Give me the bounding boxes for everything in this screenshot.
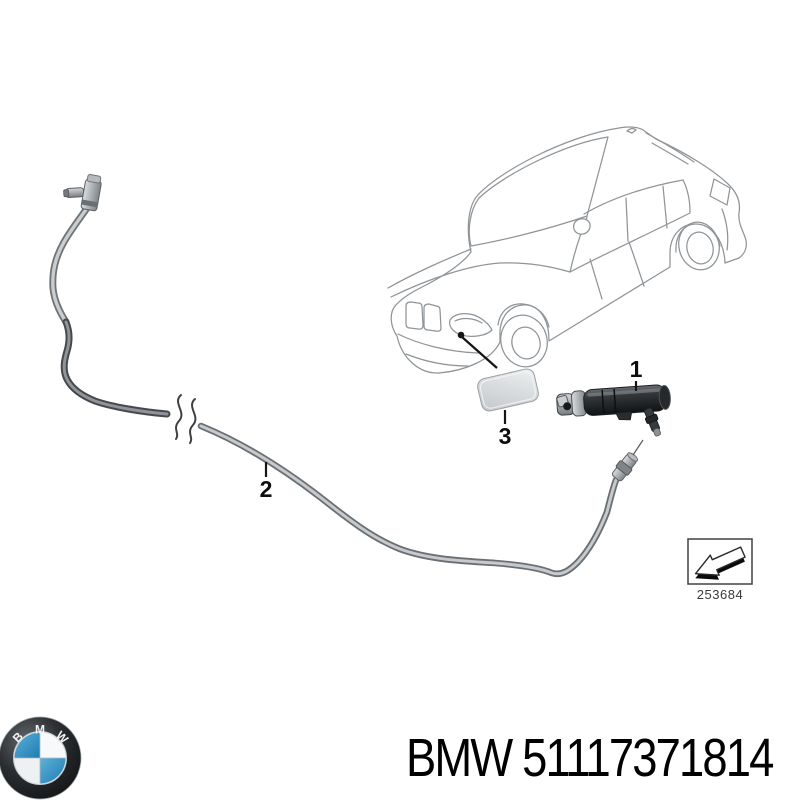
reference-number: 253684 (697, 587, 743, 602)
fitting-collar (615, 460, 633, 476)
callout-3: 3 (499, 423, 512, 449)
front-wheel-rim (511, 326, 541, 360)
spoiler-line-1 (645, 132, 695, 163)
hose-connector (63, 174, 102, 212)
nozzle-body-highlight (587, 388, 662, 397)
kidney-grille-left (405, 301, 424, 330)
cover-cap-part (477, 368, 539, 412)
hose-dark-outline (60, 318, 171, 418)
rear-wheel-rim (686, 231, 714, 265)
nozzle-groove-2 (613, 388, 617, 413)
hose-dark-core (62, 320, 169, 416)
connector-top-cap (86, 174, 102, 184)
part-number-title: BMW 51117371814 (406, 728, 774, 788)
connector-barrel (80, 178, 102, 212)
nozzle-stem (644, 407, 661, 437)
fitting-top-cap (627, 452, 639, 462)
b-pillar (625, 197, 629, 242)
break-symbol-right (189, 398, 197, 444)
break-symbol-left (175, 394, 183, 440)
side-mirror (573, 218, 591, 235)
bumper-crease-lower (405, 353, 469, 367)
car-body-outline (390, 126, 747, 374)
nozzle-end-cap (658, 384, 671, 410)
leader-lines (264, 331, 638, 477)
roof-rail-line (583, 179, 684, 215)
callout-1: 1 (630, 356, 643, 382)
headlight-inner-line (454, 317, 483, 324)
reference-box: 253684 (687, 538, 753, 602)
connector-neck-band (81, 199, 99, 208)
rear-arch-lip (675, 223, 721, 253)
beltline (569, 212, 691, 273)
hood-line (387, 248, 472, 289)
nozzle-stem-collar (645, 413, 659, 424)
rear-glass-edge (682, 179, 691, 213)
kidney-grille-right (423, 303, 442, 332)
door-seam-rear (628, 241, 645, 287)
hose-upper-core (51, 203, 91, 324)
cover-cap-highlight (479, 371, 537, 409)
door-seam-front (589, 258, 603, 300)
callout-2: 2 (260, 476, 273, 502)
front-wheel (500, 314, 548, 368)
hose-lower-core (199, 424, 618, 576)
windshield (468, 136, 609, 247)
arrow-top-face (694, 546, 746, 576)
connector-side-port-tip (63, 189, 70, 198)
c-pillar (662, 185, 668, 229)
bmw-quadrant-br (40, 758, 66, 784)
antenna-fin (626, 128, 637, 134)
spoiler-line-2 (651, 142, 689, 165)
car-line-drawing (387, 126, 747, 374)
washer-nozzle-part (556, 384, 671, 437)
shoulder-line (390, 262, 571, 298)
bmw-quadrant-tr (40, 732, 66, 758)
bmw-logo: B M W (0, 716, 82, 800)
bmw-logo-letter-m: M (35, 723, 45, 737)
nozzle-groove-1 (601, 389, 605, 414)
washer-hose (49, 201, 620, 578)
direction-arrow-icon (694, 546, 746, 580)
leader-cover (461, 336, 498, 369)
nozzle-clip-tab (615, 411, 633, 421)
bmw-quadrant-tl (14, 732, 40, 759)
fitting-assembly-line (632, 439, 644, 456)
rear-bumper-crease (721, 208, 729, 251)
bumper-crease-upper (397, 333, 479, 354)
bmw-quadrant-bl (14, 758, 40, 784)
hose-end-fitting (611, 452, 639, 482)
front-arch-lip (497, 303, 550, 328)
nozzle-stem-tip (653, 428, 661, 437)
nozzle-jet-orifice (563, 402, 572, 411)
taillight (709, 178, 731, 206)
